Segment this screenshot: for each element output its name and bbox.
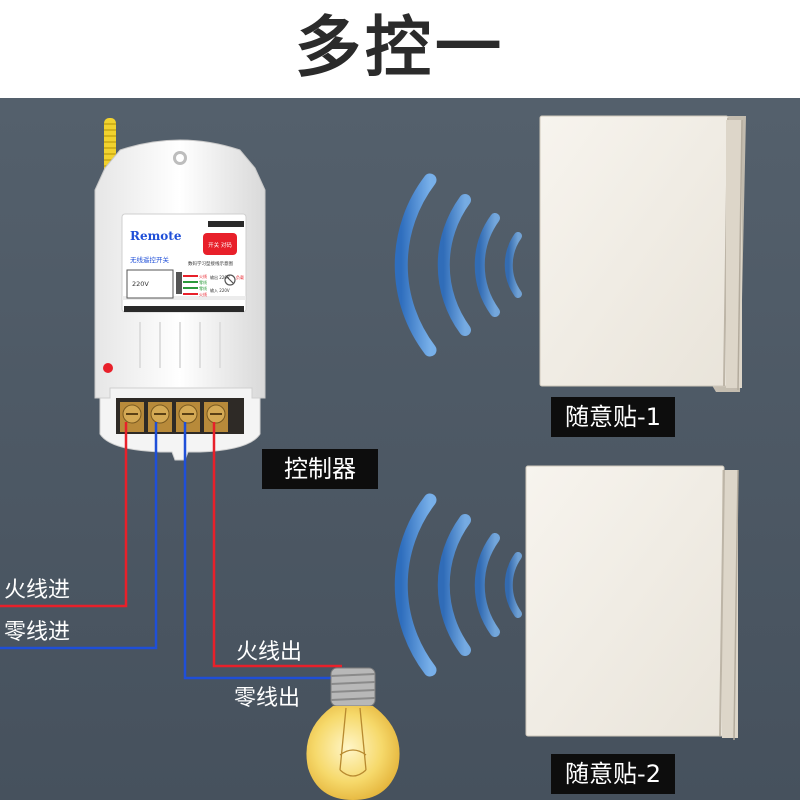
- wall-switch-2: [525, 465, 739, 741]
- wire-label-neutral-in: 零线进: [4, 620, 71, 645]
- controller-voltage: 220V: [132, 280, 149, 288]
- controller-output-label: 输出 220V: [210, 274, 230, 280]
- wire-live-in: [0, 422, 128, 608]
- light-bulb-icon: [306, 667, 400, 800]
- controller-model-text: 无线遥控开关: [130, 255, 170, 264]
- signal-waves-top: [394, 173, 522, 357]
- controller-pin-3: 零线: [199, 285, 207, 291]
- signal-waves-bottom: [394, 493, 522, 677]
- header-bar: 多控一: [0, 0, 800, 98]
- wire-label-live-out: 火线出: [236, 640, 303, 665]
- wire-neutral-in: [0, 422, 158, 650]
- controller-output-sub: 负载: [236, 274, 244, 280]
- terminal-screws: [120, 402, 228, 432]
- controller-input-label: 输入 220V: [210, 287, 230, 293]
- switch-2-label: 随意贴-2: [551, 754, 675, 794]
- controller-pin-4: 火线: [199, 291, 207, 297]
- wire-label-neutral-out: 零线出: [234, 686, 301, 711]
- controller-device: [94, 139, 266, 461]
- wire-live-out: [212, 422, 342, 668]
- controller-label: 控制器: [262, 449, 378, 489]
- controller-diagram-caption: 数码学习型接线示意图: [188, 260, 233, 267]
- controller-pin-1: 火线: [199, 273, 207, 279]
- wires: [0, 422, 346, 680]
- controller-pin-2: 零线: [199, 279, 207, 285]
- wall-switch-1: [539, 115, 746, 392]
- page-title: 多控一: [295, 9, 505, 86]
- status-led-icon: [103, 363, 113, 373]
- controller-button-text: 开关 对码: [208, 241, 232, 249]
- switch-1-label: 随意贴-1: [551, 397, 675, 437]
- wire-label-live-in: 火线进: [4, 578, 71, 603]
- controller-brand: Remote: [130, 229, 182, 243]
